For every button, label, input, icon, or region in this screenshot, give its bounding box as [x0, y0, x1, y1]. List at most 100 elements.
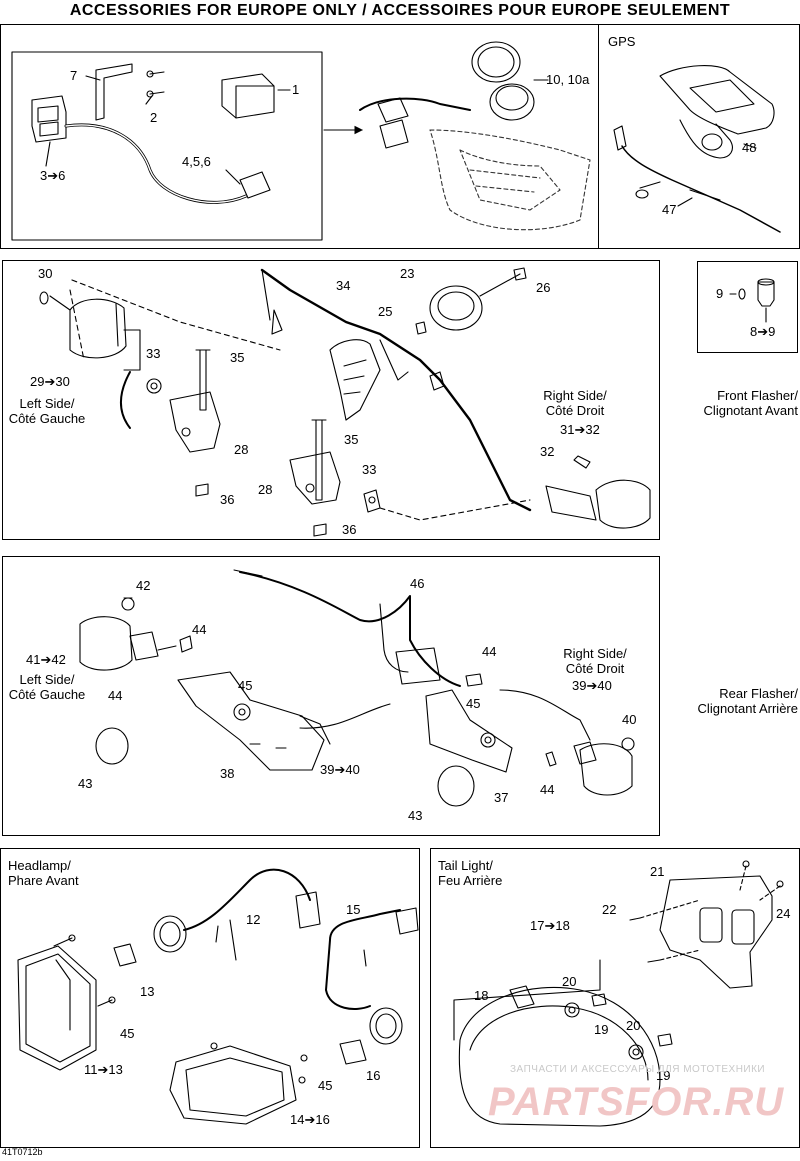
tail-bulb	[509, 985, 535, 1009]
label-7: 7	[70, 68, 78, 83]
harness-subpanel-frame	[11, 51, 323, 241]
right-bracket	[289, 451, 341, 505]
label-11-13: 11➔13	[84, 1062, 123, 1077]
label-22: 22	[602, 902, 617, 917]
label-35-right: 35	[344, 432, 359, 447]
flasher-relay	[429, 285, 483, 331]
label-2: 2	[150, 110, 158, 125]
left-reflector	[95, 727, 129, 765]
tail-light-lens	[458, 986, 661, 1127]
label-12: 12	[246, 912, 261, 927]
switch-panel	[697, 261, 798, 353]
left-grommet	[146, 378, 162, 394]
gps-mount	[679, 119, 733, 159]
label-20-a: 20	[562, 974, 577, 989]
label-45-headlamp-b: 45	[318, 1078, 333, 1093]
rear-left-side-label: Left Side/ Côté Gauche	[8, 672, 86, 702]
bulb-right	[339, 1039, 367, 1065]
label-42: 42	[136, 578, 151, 593]
label-31-32: 31➔32	[560, 422, 600, 437]
label-20-b: 20	[626, 1018, 641, 1033]
label-18: 18	[474, 988, 489, 1003]
label-36-right: 36	[342, 522, 357, 537]
label-47: 47	[662, 202, 677, 217]
gps-unit	[659, 65, 775, 135]
label-46: 46	[410, 576, 425, 591]
label-21: 21	[650, 864, 665, 879]
harness-connector	[239, 171, 271, 199]
label-14-16: 14➔16	[290, 1112, 330, 1127]
label-4-5-6: 4,5,6	[182, 154, 211, 169]
label-26: 26	[536, 280, 551, 295]
lockwasher	[564, 1002, 580, 1018]
switch-block	[31, 95, 67, 143]
bulb-left	[113, 943, 137, 967]
label-28-left: 28	[234, 442, 249, 457]
headlamp-left	[17, 945, 97, 1071]
front-connector	[329, 339, 381, 421]
right-rear-lens	[579, 743, 633, 796]
label-15: 15	[346, 902, 361, 917]
watermark-tagline: ЗАПЧАСТИ И АКСЕССУАРЫ ДЛЯ МОТОТЕХНИКИ	[510, 1064, 766, 1075]
page-title: ACCESSORIES FOR EUROPE ONLY / ACCESSOIRE…	[69, 2, 731, 19]
drawing-code: 41T0712b	[2, 1147, 43, 1157]
ring-gasket	[471, 41, 521, 83]
label-23: 23	[400, 266, 415, 281]
label-25: 25	[378, 304, 393, 319]
label-36-left: 36	[220, 492, 235, 507]
label-44-c: 44	[108, 688, 123, 703]
label-45-headlamp-a: 45	[120, 1026, 135, 1041]
label-19-a: 19	[594, 1022, 609, 1037]
label-17-18: 17➔18	[530, 918, 570, 933]
label-1: 1	[292, 82, 300, 97]
rear-flasher-panel	[2, 556, 660, 836]
right-reflector	[437, 765, 475, 807]
label-19-b: 19	[656, 1068, 671, 1083]
rear-connector	[395, 647, 441, 685]
label-39-40-left: 39➔40	[320, 762, 360, 777]
label-44-d: 44	[540, 782, 555, 797]
gps-title: GPS	[608, 34, 636, 49]
label-16: 16	[366, 1068, 381, 1083]
label-24: 24	[776, 906, 791, 921]
headlamp-panel	[0, 848, 420, 1148]
left-bolt	[199, 349, 207, 411]
front-flasher-caption: Front Flasher/ Clignotant Avant	[703, 388, 798, 418]
relay	[221, 73, 275, 119]
left-front-lens	[69, 298, 127, 359]
switch	[757, 281, 775, 307]
label-28-right: 28	[258, 482, 273, 497]
label-43-left: 43	[78, 776, 93, 791]
label-9: 9	[716, 286, 724, 301]
label-41-42: 41➔42	[26, 652, 66, 667]
label-45-left: 45	[238, 678, 253, 693]
label-45-right: 45	[466, 696, 481, 711]
left-bracket	[169, 391, 221, 453]
taillight-title: Tail Light/ Feu Arrière	[438, 858, 503, 888]
front-right-side-label: Right Side/ Côté Droit	[543, 388, 607, 418]
label-10-10a: 10, 10a	[546, 72, 590, 87]
label-35-left: 35	[230, 350, 245, 365]
right-rear-bracket	[425, 689, 513, 773]
label-33-right: 33	[362, 462, 377, 477]
label-33-left: 33	[146, 346, 161, 361]
label-3-6: 3➔6	[40, 168, 66, 183]
plate-bracket	[659, 875, 773, 989]
watermark-logo: PARTSFOR.RU	[488, 1080, 785, 1124]
front-left-side-label: Left Side/ Côté Gauche	[8, 396, 86, 426]
label-39-40-right: 39➔40	[572, 678, 612, 693]
label-8-9: 8➔9	[750, 324, 776, 339]
label-32: 32	[540, 444, 555, 459]
left-rear-lens	[79, 616, 133, 671]
headlamp-right	[169, 1045, 297, 1125]
label-38: 38	[220, 766, 235, 781]
screws	[149, 71, 165, 95]
label-40: 40	[622, 712, 637, 727]
front-flasher-panel	[2, 260, 660, 540]
label-43-right: 43	[408, 808, 423, 823]
rear-right-side-label: Right Side/ Côté Droit	[563, 646, 627, 676]
headlamp-title: Headlamp/ Phare Avant	[8, 858, 79, 888]
rear-flasher-caption: Rear Flasher/ Clignotant Arrière	[697, 686, 798, 716]
mount-bracket	[95, 63, 133, 121]
